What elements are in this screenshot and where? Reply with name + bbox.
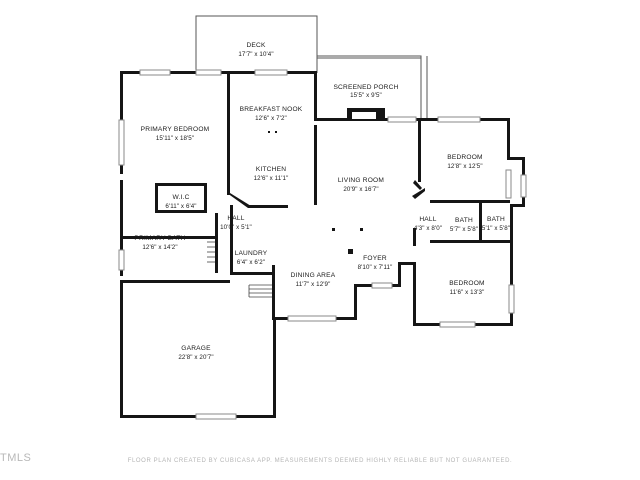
bedroom-1-dims: 12'8" x 12'5" bbox=[447, 163, 482, 170]
wic-dims: 6'11" x 6'4" bbox=[165, 203, 196, 210]
bedroom-2-dims: 11'6" x 13'3" bbox=[450, 289, 485, 296]
living-room-label: LIVING ROOM bbox=[338, 177, 384, 184]
deck-label: DECK bbox=[246, 42, 266, 49]
hall-1-dims: 10'0" x 5'1" bbox=[220, 224, 252, 231]
primary-bedroom-label: PRIMARY BEDROOM bbox=[141, 126, 210, 133]
walls bbox=[120, 71, 525, 418]
primary-bedroom-dims: 15'11" x 18'5" bbox=[156, 135, 194, 142]
primary-bath-label: PRIMARY BATH bbox=[134, 235, 185, 242]
screened-porch-label: SCREENED PORCH bbox=[333, 84, 398, 91]
hall-2-label: HALL bbox=[419, 216, 436, 223]
wic-label: W.I.C bbox=[172, 194, 189, 201]
windows bbox=[118, 69, 527, 420]
kitchen-dims: 12'6" x 11'1" bbox=[254, 175, 289, 182]
watermark: TMLS bbox=[0, 452, 32, 464]
bath-2-dims: 5'1" x 5'8" bbox=[482, 225, 510, 232]
garage-label: GARAGE bbox=[181, 345, 211, 352]
living-room-dims: 20'9" x 16'7" bbox=[343, 186, 378, 193]
screened-porch-outline bbox=[316, 55, 428, 118]
screened-porch-dims: 15'5" x 9'5" bbox=[350, 92, 382, 99]
interior-markers bbox=[268, 131, 363, 254]
bath-1-dims: 5'7" x 5'8" bbox=[450, 226, 478, 233]
bedroom-2-label: BEDROOM bbox=[449, 280, 484, 287]
breakfast-nook-label: BREAKFAST NOOK bbox=[240, 106, 303, 113]
stairs bbox=[207, 241, 272, 298]
deck-dims: 17'7" x 10'4" bbox=[238, 51, 273, 58]
hall-1-label: HALL bbox=[227, 215, 244, 222]
primary-bath-dims: 12'6" x 14'2" bbox=[142, 244, 177, 251]
bath-2-label: BATH bbox=[487, 216, 505, 223]
footer-disclaimer: FLOOR PLAN CREATED BY CUBICASA APP. MEAS… bbox=[127, 458, 513, 464]
bedroom-1-label: BEDROOM bbox=[447, 154, 482, 161]
dining-area-label: DINING AREA bbox=[291, 272, 336, 279]
dining-area-dims: 11'7" x 12'9" bbox=[296, 281, 331, 288]
laundry-dims: 6'4" x 6'2" bbox=[237, 259, 265, 266]
kitchen-label: KITCHEN bbox=[256, 166, 286, 173]
bath-1-label: BATH bbox=[455, 217, 473, 224]
foyer-dims: 8'10" x 7'11" bbox=[358, 264, 393, 271]
hall-2-dims: 4'3" x 8'0" bbox=[414, 225, 442, 232]
foyer-label: FOYER bbox=[363, 255, 387, 262]
deck-outline bbox=[195, 15, 318, 73]
laundry-label: LAUNDRY bbox=[235, 250, 268, 257]
garage-dims: 22'8" x 20'7" bbox=[178, 354, 213, 361]
breakfast-nook-dims: 12'6" x 7'2" bbox=[255, 115, 287, 122]
